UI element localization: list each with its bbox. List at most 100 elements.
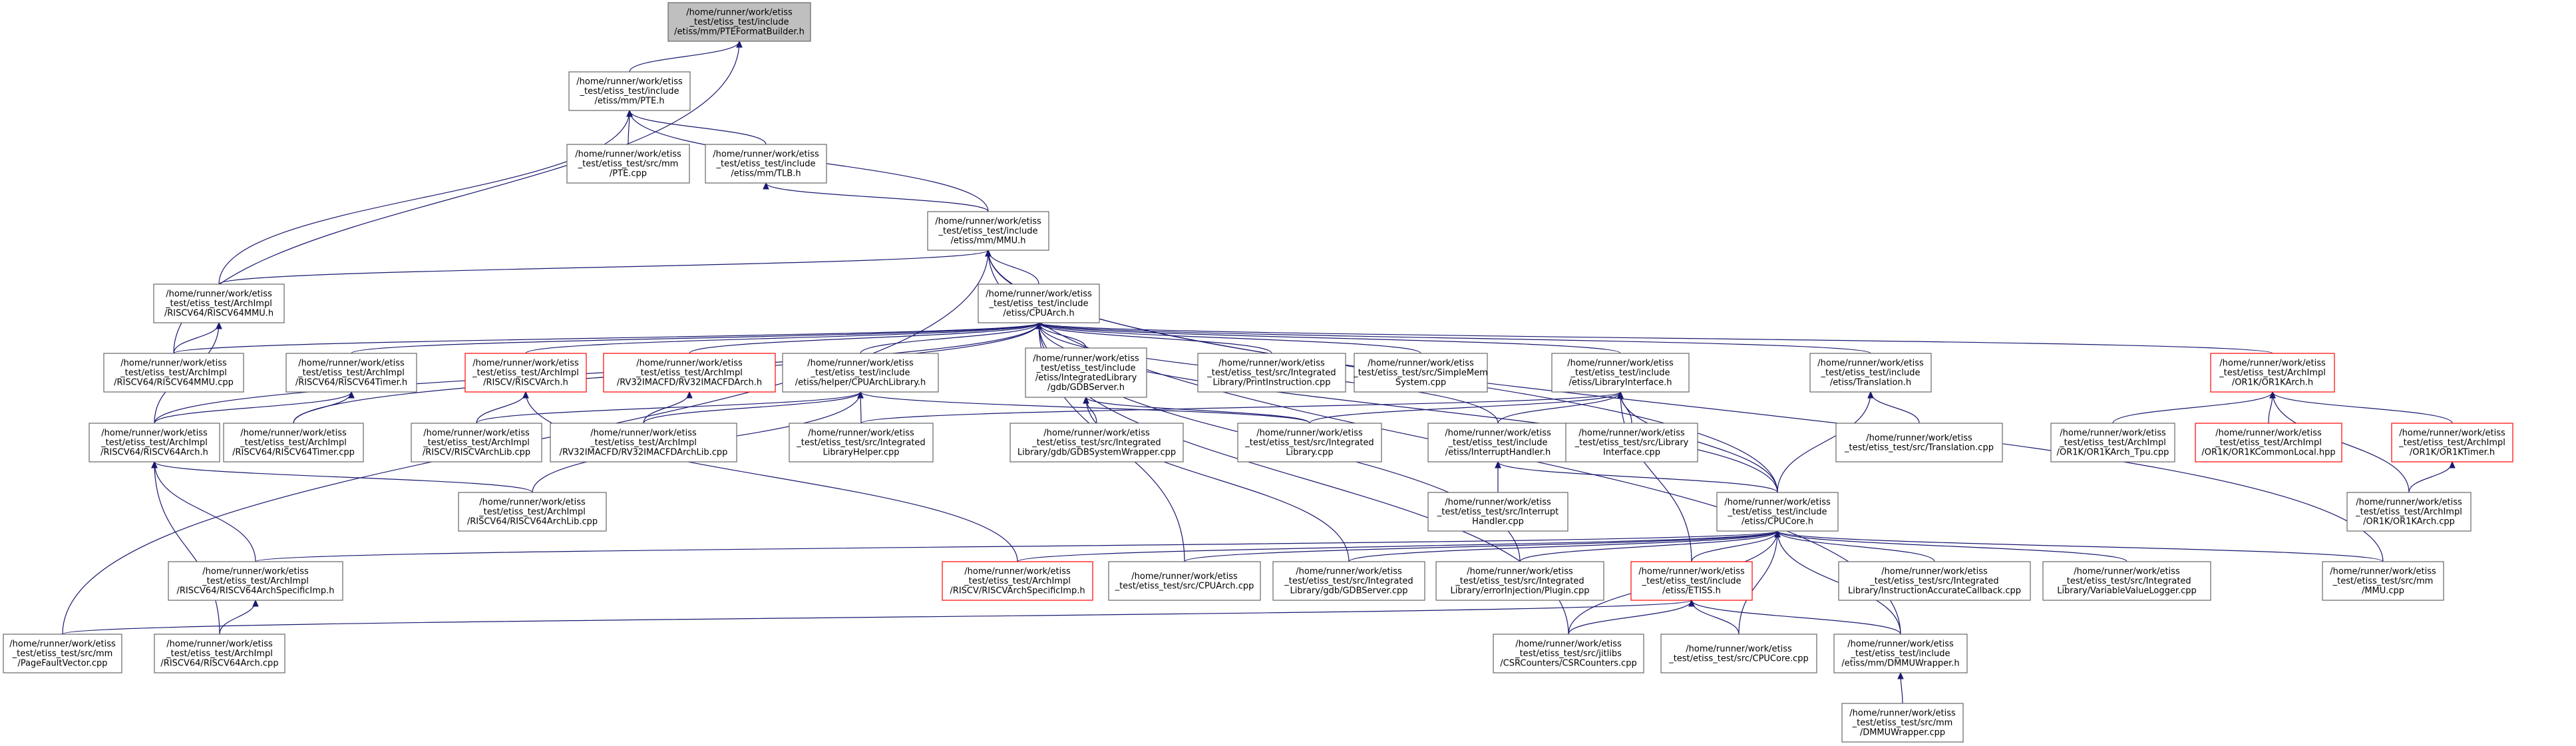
node-interrupthandler-cpp[interactable]: /home/runner/work/etiss_test/etiss_test/… [1427, 492, 1568, 532]
node-box[interactable] [1427, 492, 1568, 532]
node-box[interactable] [1835, 423, 2003, 463]
node-gdbsystemwrapper-cpp[interactable]: /home/runner/work/etiss_test/etiss_test/… [1010, 423, 1184, 463]
node-box[interactable] [458, 492, 607, 532]
node-dmmuwrapper-h[interactable]: /home/runner/work/etiss_test/etiss_test/… [1833, 634, 1968, 673]
node-riscv64timer-h[interactable]: /home/runner/work/etiss_test/etiss_test/… [285, 353, 417, 393]
node-box[interactable] [1025, 347, 1147, 398]
node-box[interactable] [2322, 561, 2444, 601]
node-pte-cpp[interactable]: /home/runner/work/etiss_test/etiss_test/… [566, 144, 690, 184]
node-box[interactable] [1354, 353, 1488, 393]
node-box[interactable] [705, 144, 827, 184]
node-box[interactable] [1197, 353, 1346, 393]
node-variablevaluelogger-cpp[interactable]: /home/runner/work/etiss_test/etiss_test/… [2042, 561, 2211, 601]
node-errorinjection-cpp[interactable]: /home/runner/work/etiss_test/etiss_test/… [1435, 561, 1604, 601]
node-riscv64arch-h[interactable]: /home/runner/work/etiss_test/etiss_test/… [89, 423, 220, 463]
node-box[interactable] [1272, 561, 1425, 601]
node-box[interactable] [103, 353, 244, 393]
node-box[interactable] [1010, 423, 1184, 463]
node-box[interactable] [1108, 561, 1261, 601]
node-riscv64archlib-cpp[interactable]: /home/runner/work/etiss_test/etiss_test/… [458, 492, 607, 532]
node-box[interactable] [550, 423, 737, 463]
node-cpucore-cpp[interactable]: /home/runner/work/etiss_test/etiss_test/… [1660, 634, 1817, 673]
node-box[interactable] [2210, 353, 2335, 393]
node-box[interactable] [1716, 492, 1839, 532]
node-or1karch-cpp[interactable]: /home/runner/work/etiss_test/etiss_test/… [2346, 492, 2472, 532]
node-or1kcommonlocal-hpp[interactable]: /home/runner/work/etiss_test/etiss_test/… [2195, 423, 2342, 463]
node-interrupthandler-h[interactable]: /home/runner/work/etiss_test/etiss_test/… [1427, 423, 1568, 463]
node-instructionaccuratecallback-cpp[interactable]: /home/runner/work/etiss_test/etiss_test/… [1838, 561, 2031, 601]
node-box[interactable] [2346, 492, 2472, 532]
node-riscv64mmu-h[interactable]: /home/runner/work/etiss_test/etiss_test/… [153, 283, 285, 323]
node-box[interactable] [789, 423, 934, 463]
node-box[interactable] [2195, 423, 2342, 463]
node-box[interactable] [1427, 423, 1568, 463]
node-box[interactable] [568, 71, 691, 111]
node-box[interactable] [153, 283, 285, 323]
node-box[interactable] [978, 283, 1100, 323]
node-translation-cpp[interactable]: /home/runner/work/etiss_test/etiss_test/… [1835, 423, 2003, 463]
node-csrcounters-cpp[interactable]: /home/runner/work/etiss_test/etiss_test/… [1493, 634, 1644, 673]
node-box[interactable] [223, 423, 364, 463]
node-box[interactable] [89, 423, 220, 463]
node-riscvarchlib-cpp[interactable]: /home/runner/work/etiss_test/etiss_test/… [411, 423, 542, 463]
node-pte-h[interactable]: /home/runner/work/etiss_test/etiss_test/… [568, 71, 691, 111]
node-integratedlibrary-cpp[interactable]: /home/runner/work/etiss_test/etiss_test/… [1237, 423, 1382, 463]
node-box[interactable] [927, 211, 1049, 251]
node-or1karch-h[interactable]: /home/runner/work/etiss_test/etiss_test/… [2210, 353, 2335, 393]
node-riscvarchspecificimp-h[interactable]: /home/runner/work/etiss_test/etiss_test/… [942, 561, 1093, 601]
node-box[interactable] [1565, 423, 1698, 463]
node-printinstruction-cpp[interactable]: /home/runner/work/etiss_test/etiss_test/… [1197, 353, 1346, 393]
node-box[interactable] [1809, 353, 1932, 393]
node-riscv64arch-cpp[interactable]: /home/runner/work/etiss_test/etiss_test/… [154, 634, 285, 673]
node-box[interactable] [782, 353, 939, 393]
node-translation-h[interactable]: /home/runner/work/etiss_test/etiss_test/… [1809, 353, 1932, 393]
node-pteformatbuilder-h[interactable]: /home/runner/work/etiss_test/etiss_test/… [667, 2, 811, 42]
node-box[interactable] [1237, 423, 1382, 463]
node-or1ktimer-h[interactable]: /home/runner/work/etiss_test/etiss_test/… [2391, 423, 2513, 463]
node-rv32imacfdarchlib-cpp[interactable]: /home/runner/work/etiss_test/etiss_test/… [550, 423, 737, 463]
node-box[interactable] [566, 144, 690, 184]
node-box[interactable] [2050, 423, 2175, 463]
node-riscvarch-h[interactable]: /home/runner/work/etiss_test/etiss_test/… [464, 353, 587, 393]
node-rv32imacfdarch-h[interactable]: /home/runner/work/etiss_test/etiss_test/… [603, 353, 776, 393]
node-box[interactable] [1841, 703, 1964, 743]
node-box[interactable] [411, 423, 542, 463]
node-box[interactable] [2391, 423, 2513, 463]
node-box[interactable] [1493, 634, 1644, 673]
node-box[interactable] [1551, 353, 1690, 393]
node-pagefaultvector-cpp[interactable]: /home/runner/work/etiss_test/etiss_test/… [3, 634, 122, 673]
node-box[interactable] [603, 353, 776, 393]
node-riscv64timer-cpp[interactable]: /home/runner/work/etiss_test/etiss_test/… [223, 423, 364, 463]
node-box[interactable] [942, 561, 1093, 601]
node-gdbserver-h[interactable]: /home/runner/work/etiss_test/etiss_test/… [1025, 347, 1147, 398]
node-cpucore-h[interactable]: /home/runner/work/etiss_test/etiss_test/… [1716, 492, 1839, 532]
node-box[interactable] [1630, 561, 1753, 601]
node-box[interactable] [3, 634, 122, 673]
node-box[interactable] [1838, 561, 2031, 601]
node-box[interactable] [154, 634, 285, 673]
node-box[interactable] [2042, 561, 2211, 601]
node-box[interactable] [1660, 634, 1817, 673]
node-cpuarchlibrary-h[interactable]: /home/runner/work/etiss_test/etiss_test/… [782, 353, 939, 393]
node-or1karch-tpu-cpp[interactable]: /home/runner/work/etiss_test/etiss_test/… [2050, 423, 2175, 463]
node-box[interactable] [1833, 634, 1968, 673]
node-box[interactable] [168, 561, 343, 601]
node-etiss-h[interactable]: /home/runner/work/etiss_test/etiss_test/… [1630, 561, 1753, 601]
node-gdbserver-cpp[interactable]: /home/runner/work/etiss_test/etiss_test/… [1272, 561, 1425, 601]
node-dmmuwrapper-cpp[interactable]: /home/runner/work/etiss_test/etiss_test/… [1841, 703, 1964, 743]
node-mmu-cpp[interactable]: /home/runner/work/etiss_test/etiss_test/… [2322, 561, 2444, 601]
node-libraryinterface-cpp[interactable]: /home/runner/work/etiss_test/etiss_test/… [1565, 423, 1698, 463]
node-simplemem-cpp[interactable]: /home/runner/work/etiss_test/etiss_test/… [1353, 353, 1488, 393]
node-tlb-h[interactable]: /home/runner/work/etiss_test/etiss_test/… [705, 144, 827, 184]
node-libraryhelper-cpp[interactable]: /home/runner/work/etiss_test/etiss_test/… [789, 423, 934, 463]
node-box[interactable] [667, 2, 811, 42]
node-mmu-h[interactable]: /home/runner/work/etiss_test/etiss_test/… [927, 211, 1049, 251]
node-riscv64archspecificimp-h[interactable]: /home/runner/work/etiss_test/etiss_test/… [168, 561, 343, 601]
node-box[interactable] [1435, 561, 1604, 601]
node-cpuarch-cpp[interactable]: /home/runner/work/etiss_test/etiss_test/… [1108, 561, 1261, 601]
node-box[interactable] [464, 353, 587, 393]
node-box[interactable] [285, 353, 417, 393]
node-riscv64mmu-cpp[interactable]: /home/runner/work/etiss_test/etiss_test/… [103, 353, 244, 393]
node-cpuarch-h[interactable]: /home/runner/work/etiss_test/etiss_test/… [978, 283, 1100, 323]
node-libraryinterface-h[interactable]: /home/runner/work/etiss_test/etiss_test/… [1551, 353, 1690, 393]
